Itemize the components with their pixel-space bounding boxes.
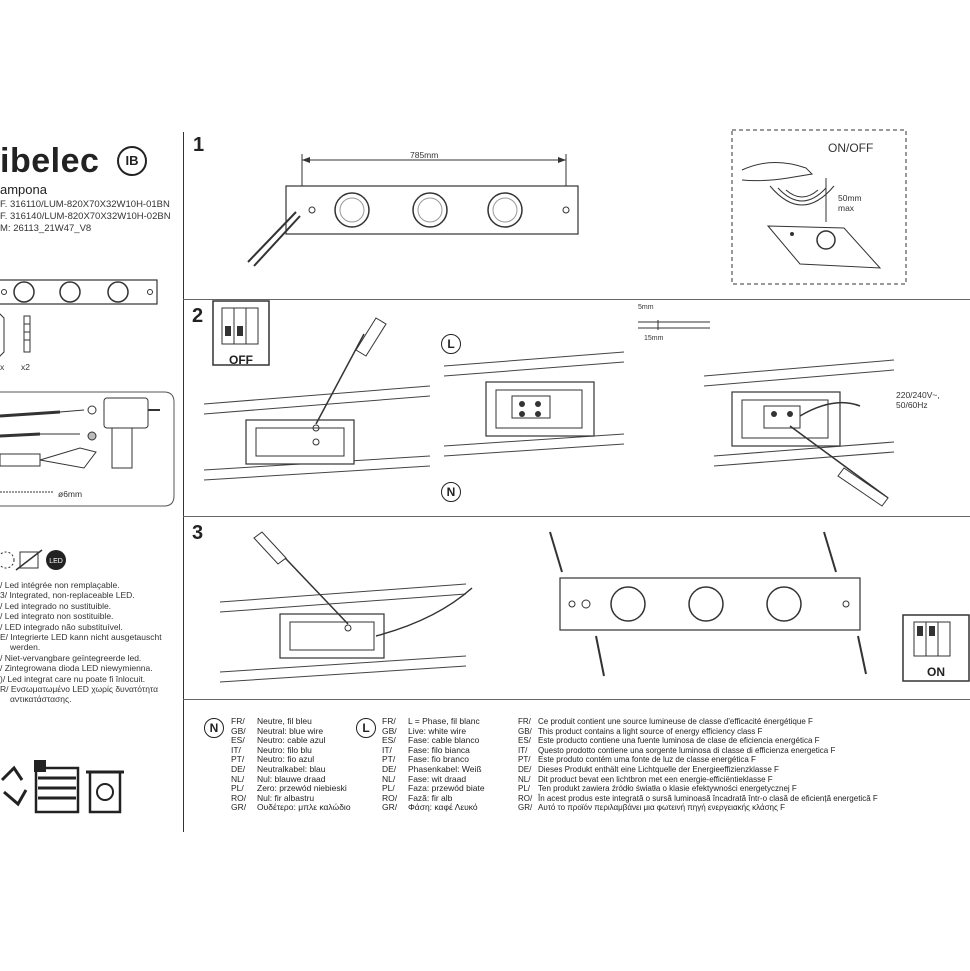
energy-class-legend: FR/Ce produit contient une source lumine… [518,717,878,813]
brand-badge-icon: IB [117,146,147,176]
breaker-on-icon [902,614,970,682]
recycling-icon [0,760,124,814]
drill-size: ø6mm [58,489,83,499]
product-ref-2: F. 316140/LUM-820X70X32W10H-02BN [0,211,171,222]
wall-plug-icon [0,313,31,357]
step-divider-1 [183,299,970,300]
strip-15mm: 15mm [644,335,664,342]
tools-panel [0,391,175,507]
strip-length-icon [638,320,710,330]
step-3-number: 3 [192,522,204,544]
step-2-open-drawing [203,317,431,481]
sensor-onoff-label: ON/OFF [828,141,874,155]
breaker-off-icon [212,300,270,366]
product-model: ampona [0,182,47,197]
voltage-label: 220/240V~, 50/60Hz [896,390,940,411]
breaker-on-label: ON [927,665,945,679]
sensor-range-label: 50mm max [838,193,862,214]
step-divider-2 [183,516,970,517]
neutral-marker-N: N [441,482,461,502]
live-legend: FR/L = Phase, fil blanc GB/Live: white w… [382,716,485,813]
step-2-number: 2 [192,305,204,327]
product-ref-3: M: 26113_21W47_V8 [0,223,92,234]
step-1-number: 1 [193,134,205,156]
step-3-mount-drawing [549,531,867,677]
neutral-legend: FR/Neutre, fil bleu GB/Neutral: blue wir… [231,716,351,813]
product-ref-1: F. 316110/LUM-820X70X32W10H-01BN [0,199,170,210]
strip-5mm: 5mm [638,304,654,311]
led-bulb-icon: LED [0,549,66,571]
live-legend-icon: L [356,718,376,738]
brand-name: ibelec [0,142,100,180]
column-divider [183,132,184,832]
step-2-terminal-drawing [443,351,625,457]
breaker-off-label: OFF [229,353,253,367]
step-2-connect-drawing [703,359,895,507]
step-divider-3 [183,699,970,700]
step-3-close-drawing [219,531,473,683]
sensor-panel [731,129,907,285]
step-1-fixture-drawing [247,154,579,267]
live-marker-L: L [441,334,461,354]
neutral-legend-icon: N [204,718,224,738]
led-notes: / Led intégrée non remplaçable. 3/ Integ… [0,580,162,705]
dimension-label: 785mm [410,150,439,160]
parts-qty: x2 [21,362,30,372]
product-bar-thumbnail [0,279,158,305]
svg-text:LED: LED [49,558,63,565]
